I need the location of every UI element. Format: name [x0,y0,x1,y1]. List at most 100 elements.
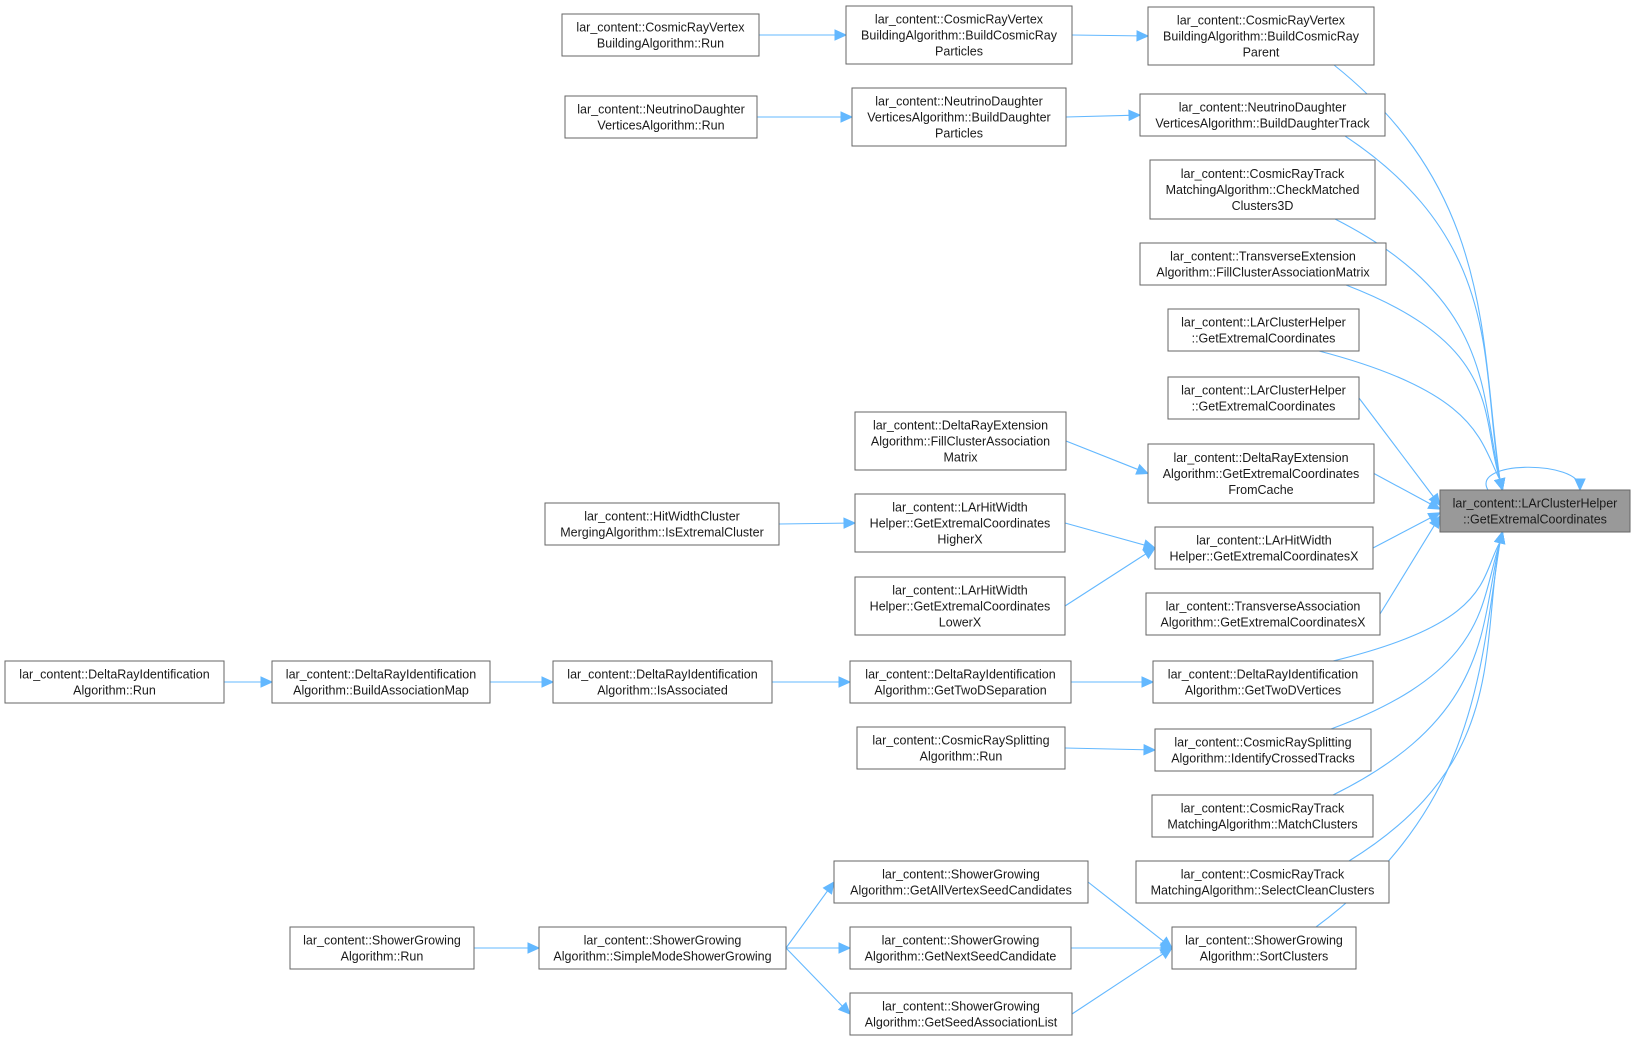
node-box [851,87,1067,147]
node-label: lar_content::ShowerGrowing [882,868,1040,882]
node-crs-run[interactable]: lar_content::CosmicRaySplittingAlgorithm… [856,726,1066,770]
node-lhw-lx[interactable]: lar_content::LArHitWidthHelper::GetExtre… [854,576,1066,636]
edge-path [785,889,829,949]
node-lhw-x[interactable]: lar_content::LArHitWidthHelper::GetExtre… [1154,526,1374,570]
node-label: lar_content::ShowerGrowing [584,934,742,948]
node-dre-fcam[interactable]: lar_content::DeltaRayExtensionAlgorithm:… [854,411,1067,471]
node-target[interactable]: lar_content::LArClusterHelper::GetExtrem… [1439,489,1631,533]
node-box [1145,592,1381,636]
node-label: lar_content::ShowerGrowing [303,934,461,948]
node-nd-bdt[interactable]: lar_content::NeutrinoDaughterVerticesAlg… [1139,93,1386,137]
node-sg-gsal[interactable]: lar_content::ShowerGrowingAlgorithm::Get… [849,992,1073,1036]
edge-lhw-lx-to-lhw-x [1064,547,1157,607]
node-label: lar_content::CosmicRaySplitting [1174,736,1351,750]
node-box [1147,6,1375,66]
node-crt-mc[interactable]: lar_content::CosmicRayTrackMatchingAlgor… [1151,794,1374,838]
node-label: Algorithm::Run [73,684,156,698]
arrow-head [838,942,852,954]
edges-layer [224,29,1586,1015]
arrow-head [1136,30,1150,42]
node-crv-run[interactable]: lar_content::CosmicRayVertexBuildingAlgo… [561,13,760,57]
edge-path [1345,284,1501,481]
edge-path [1332,541,1501,662]
node-box [1439,489,1631,533]
node-label: lar_content::CosmicRaySplitting [872,734,1049,748]
edge-sg-smsg-to-sg-gnsc [786,942,852,954]
node-label: lar_content::LArClusterHelper [1181,316,1346,330]
edge-nd-run-to-nd-bdp [757,111,854,123]
node-sg-sc[interactable]: lar_content::ShowerGrowingAlgorithm::Sor… [1171,926,1357,970]
node-crv-bcp[interactable]: lar_content::CosmicRayVertexBuildingAlgo… [845,5,1073,65]
arrow-head [1427,512,1442,524]
node-label: Algorithm::Run [920,750,1003,764]
edge-dri-bam-to-dri-ia [490,676,555,688]
node-label: Algorithm::FillClusterAssociation [871,435,1050,449]
arrow-head [837,1001,851,1015]
node-box [849,992,1073,1036]
node-box [1139,242,1387,286]
node-dre-gecfc[interactable]: lar_content::DeltaRayExtensionAlgorithm:… [1147,443,1375,504]
node-label: Parent [1243,46,1280,60]
node-label: lar_content::CosmicRayTrack [1181,167,1345,181]
node-sg-gavsc[interactable]: lar_content::ShowerGrowingAlgorithm::Get… [833,860,1089,904]
node-te-fcam[interactable]: lar_content::TransverseExtensionAlgorith… [1139,242,1387,286]
edge-dri-run-to-dri-bam [224,676,274,688]
node-ta-gecx[interactable]: lar_content::TransverseAssociationAlgori… [1145,592,1381,636]
node-dri-bam[interactable]: lar_content::DeltaRayIdentificationAlgor… [271,660,491,704]
node-label: lar_content::LArClusterHelper [1181,384,1346,398]
node-lch-gec1[interactable]: lar_content::LArClusterHelper::GetExtrem… [1167,308,1360,352]
node-label: lar_content::HitWidthCluster [584,510,740,524]
edge-path [1332,541,1501,796]
node-crt-scc[interactable]: lar_content::CosmicRayTrackMatchingAlgor… [1135,860,1390,904]
node-nd-run[interactable]: lar_content::NeutrinoDaughterVerticesAlg… [564,95,758,139]
node-lhw-hx[interactable]: lar_content::LArHitWidthHelper::GetExtre… [854,493,1066,553]
node-label: MergingAlgorithm::IsExtremalCluster [560,526,764,540]
node-label: lar_content::DeltaRayIdentification [1168,668,1358,682]
node-box [1149,159,1376,220]
node-dri-gtds[interactable]: lar_content::DeltaRayIdentificationAlgor… [849,660,1072,704]
node-nd-bdp[interactable]: lar_content::NeutrinoDaughterVerticesAlg… [851,87,1067,147]
node-box [4,660,225,704]
node-dri-ia[interactable]: lar_content::DeltaRayIdentificationAlgor… [552,660,773,704]
node-label: lar_content::LArHitWidth [1196,534,1332,548]
node-box [561,13,760,57]
node-dri-run[interactable]: lar_content::DeltaRayIdentificationAlgor… [4,660,225,704]
node-dri-gtdv[interactable]: lar_content::DeltaRayIdentificationAlgor… [1152,660,1374,704]
node-hwcm-iec[interactable]: lar_content::HitWidthClusterMergingAlgor… [544,502,780,546]
node-label: Algorithm::GetExtremalCoordinatesX [1161,616,1367,630]
node-sg-gnsc[interactable]: lar_content::ShowerGrowingAlgorithm::Get… [849,926,1072,970]
node-label: BuildingAlgorithm::Run [597,37,724,51]
node-label: ::GetExtremalCoordinates [1192,400,1336,414]
node-box [1139,93,1386,137]
edge-lch-gec1-to-target [1318,350,1506,492]
node-label: MatchingAlgorithm::SelectCleanClusters [1151,884,1375,898]
node-crs-ict[interactable]: lar_content::CosmicRaySplittingAlgorithm… [1154,728,1372,772]
node-box [854,576,1066,636]
node-box [271,660,491,704]
edge-path [1372,517,1432,549]
edge-lhw-x-to-target [1372,512,1442,549]
node-crv-bcpar[interactable]: lar_content::CosmicRayVertexBuildingAlgo… [1147,6,1375,66]
edge-crs-run-to-crs-ict [1064,743,1157,756]
edge-path [778,522,846,525]
nodes-layer: lar_content::LArClusterHelper::GetExtrem… [4,5,1631,1036]
node-crt-cmc[interactable]: lar_content::CosmicRayTrackMatchingAlgor… [1149,159,1376,220]
arrow-head [838,676,852,688]
node-box [1151,794,1374,838]
arrow-head [1494,530,1506,545]
node-label: lar_content::DeltaRayIdentification [865,668,1055,682]
edge-path [1330,541,1501,730]
node-label: ::GetExtremalCoordinates [1192,332,1336,346]
edge-path [1064,522,1146,546]
node-label: Algorithm::GetSeedAssociationList [865,1016,1058,1030]
node-lch-gec2[interactable]: lar_content::LArClusterHelper::GetExtrem… [1167,376,1360,420]
node-label: lar_content::NeutrinoDaughter [1179,101,1346,115]
node-sg-smsg[interactable]: lar_content::ShowerGrowingAlgorithm::Sim… [538,926,787,970]
edge-sg-smsg-to-sg-gavsc [785,881,835,949]
arrow-head [260,676,274,688]
edge-path [785,947,844,1008]
node-label: ::GetExtremalCoordinates [1463,513,1607,527]
node-label: lar_content::CosmicRayVertex [1177,14,1346,28]
arrow-head [1141,676,1155,688]
